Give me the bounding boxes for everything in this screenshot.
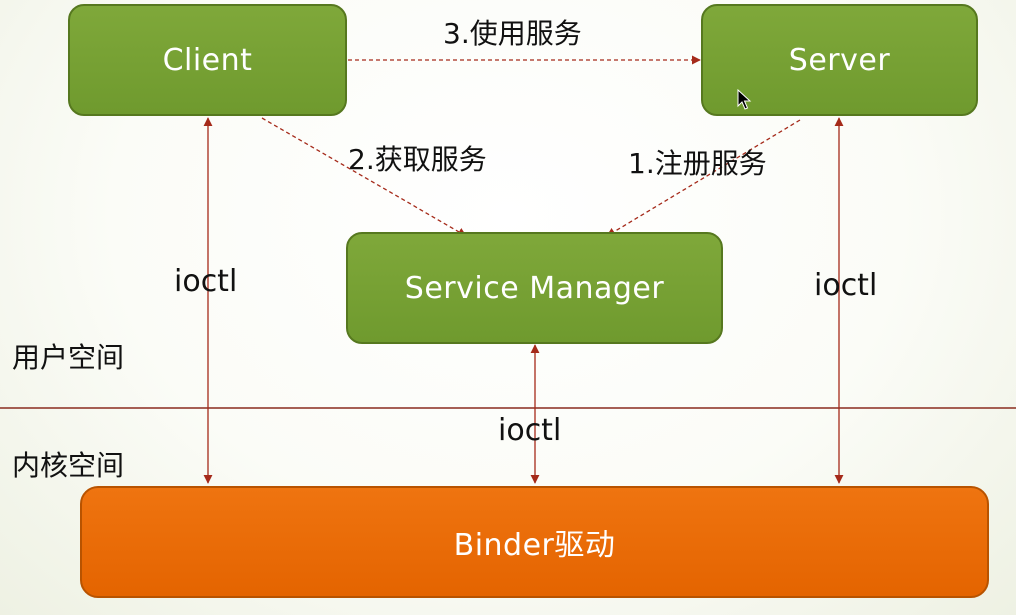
edge-label-ioctl-client: ioctl — [174, 264, 238, 299]
region-label-kernel-space: 内核空间 — [12, 449, 125, 482]
client-node: Client — [68, 4, 347, 116]
binder-driver-label: Binder驱动 — [453, 528, 616, 563]
service-manager-node: Service Manager — [346, 232, 723, 344]
mouse-cursor-icon — [737, 89, 752, 110]
client-label: Client — [162, 42, 253, 78]
binder-driver-node: Binder驱动 — [80, 486, 989, 598]
edge-label-get-service: 2.获取服务 — [348, 143, 487, 176]
edge-label-register-service: 1.注册服务 — [628, 147, 767, 180]
service-manager-label: Service Manager — [404, 270, 665, 306]
edge-get-service — [261, 117, 467, 237]
server-node: Server — [701, 4, 978, 116]
edge-register-service — [606, 119, 801, 237]
region-label-user-space: 用户空间 — [12, 341, 125, 374]
edge-label-ioctl-server: ioctl — [814, 268, 878, 303]
server-label: Server — [788, 42, 891, 78]
edge-label-ioctl-service-manager: ioctl — [498, 413, 562, 448]
edge-label-use-service: 3.使用服务 — [443, 17, 582, 50]
